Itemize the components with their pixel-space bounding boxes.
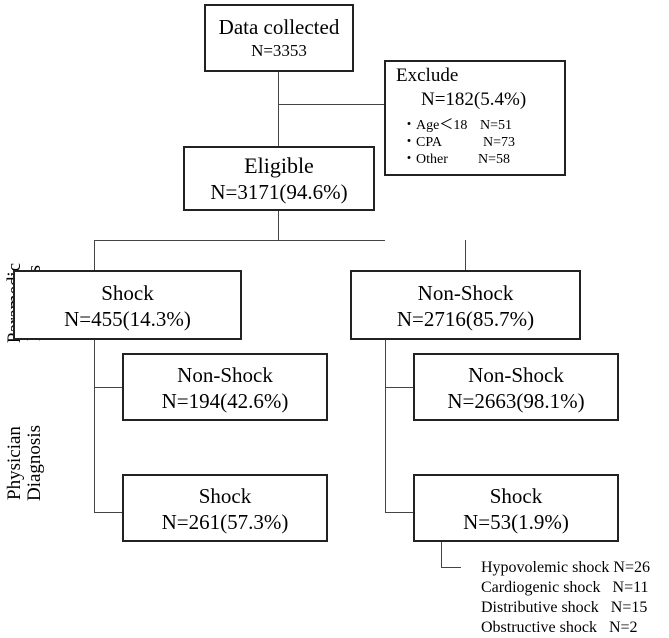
- title: Exclude: [396, 65, 459, 86]
- title: Shock: [101, 281, 154, 305]
- title: Non-Shock: [417, 281, 514, 305]
- count: N=455(14.3%): [64, 307, 191, 331]
- count: N=2716(85.7%): [396, 307, 535, 331]
- count: N=2663(98.1%): [447, 389, 585, 413]
- connector: [94, 240, 95, 270]
- shock-type-item: Hypovolemic shock N=26: [481, 559, 650, 576]
- connector: [278, 72, 279, 146]
- count: N=3171(94.6%): [210, 180, 348, 204]
- shock-type-item: Cardiogenic shock N=11: [481, 579, 649, 596]
- count: N=261(57.3%): [161, 510, 289, 534]
- connector: [94, 240, 385, 241]
- connector: [441, 542, 442, 567]
- connector: [94, 512, 122, 513]
- title: Non-Shock: [468, 363, 564, 387]
- title: Data collected: [218, 15, 340, 39]
- connector: [385, 340, 386, 512]
- eligible-box: Eligible N=3171(94.6%): [183, 146, 375, 211]
- title: Eligible: [244, 153, 314, 178]
- data-collected-box: Data collected N=3353: [204, 4, 354, 72]
- connector: [441, 567, 461, 568]
- connector: [465, 240, 466, 270]
- connector: [278, 104, 384, 105]
- count: N=3353: [251, 41, 307, 60]
- connector: [278, 211, 279, 240]
- shock-type-item: Distributive shock N=15: [481, 599, 648, 616]
- connector: [94, 387, 122, 388]
- count: N=53(1.9%): [463, 510, 569, 534]
- connector: [385, 512, 413, 513]
- connector: [385, 387, 413, 388]
- connector: [94, 340, 95, 512]
- count: N=182(5.4%): [421, 89, 527, 110]
- title: Non-Shock: [177, 363, 273, 387]
- shock-type-item: Obstructive shock N=2: [481, 619, 638, 636]
- count: N=194(42.6%): [161, 389, 289, 413]
- title: Shock: [489, 484, 543, 508]
- title: Shock: [198, 484, 252, 508]
